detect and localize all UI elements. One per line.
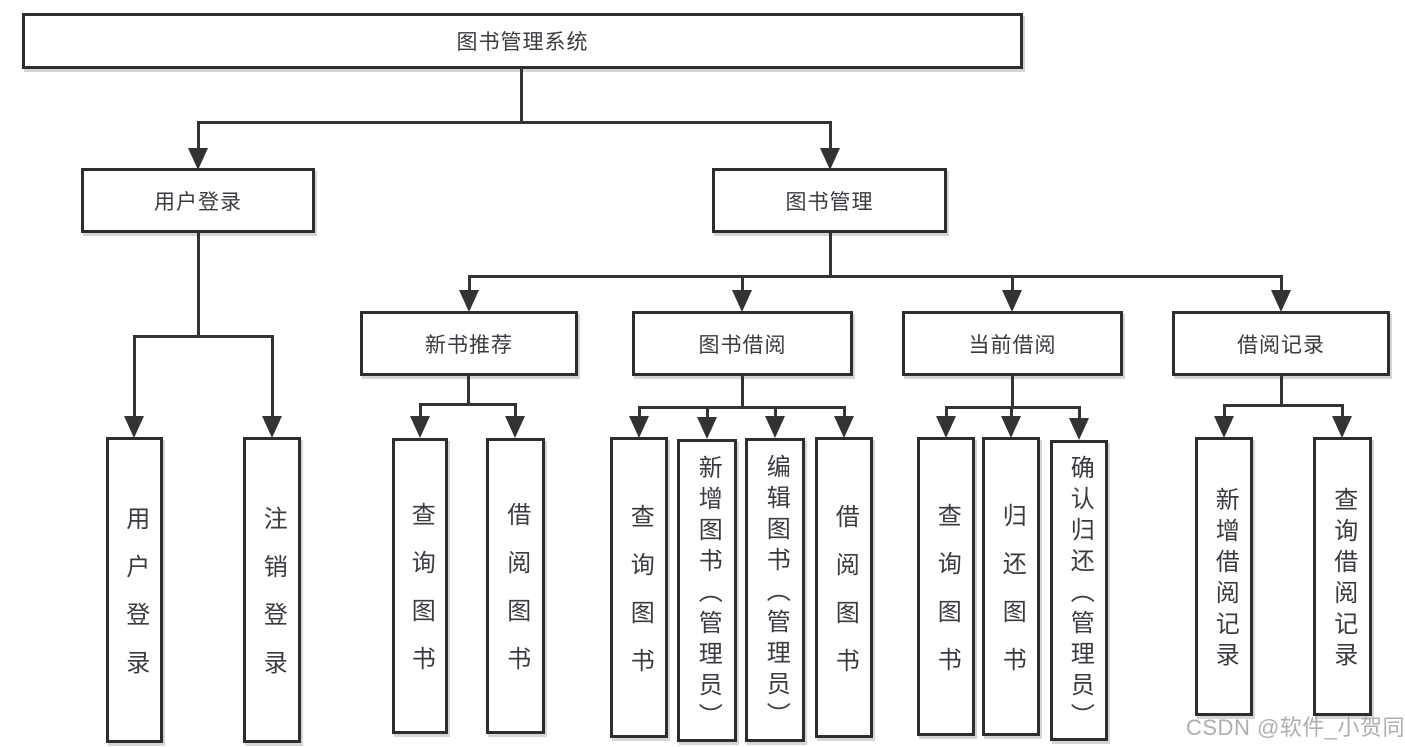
node-label: 图书借阅 <box>698 333 787 357</box>
leaf-label: 用户登录 <box>121 506 149 698</box>
connector-line <box>1011 376 1014 407</box>
node-label: 新书推荐 <box>425 333 513 357</box>
connector-line <box>1280 376 1283 405</box>
connector-line <box>741 275 744 292</box>
arrow-down-icon <box>765 416 785 438</box>
connector-line <box>945 406 948 418</box>
csdn-watermark: CSDN @软件_小贺同学 <box>1186 715 1405 740</box>
connector-line <box>467 376 470 404</box>
leaf-query-borrow-record: 查询借阅记录 <box>1313 437 1372 716</box>
connector-line <box>774 406 777 418</box>
arrow-down-icon <box>732 290 752 312</box>
arrow-down-icon <box>124 416 144 438</box>
connector-line <box>468 275 471 292</box>
arrow-down-icon <box>697 417 717 439</box>
node-label: 图书管理系统 <box>456 31 589 54</box>
arrow-down-icon <box>1332 416 1352 438</box>
leaf-label: 确认归还（管理员） <box>1066 454 1094 734</box>
arrow-down-icon <box>629 416 649 438</box>
arrow-down-icon <box>262 416 282 438</box>
node-borrow-records: 借阅记录 <box>1172 311 1390 376</box>
connector-line <box>1011 275 1014 292</box>
leaf-label: 查询借阅记录 <box>1329 487 1357 673</box>
connector-line <box>1223 404 1226 418</box>
leaf-confirm-return-admin: 确认归还（管理员） <box>1050 440 1108 741</box>
connector-line <box>133 335 136 418</box>
leaf-add-books-admin: 新增图书（管理员） <box>677 439 737 742</box>
leaf-label: 归还图书 <box>998 502 1026 695</box>
leaf-label: 编辑图书（管理员） <box>762 454 790 733</box>
arrow-down-icon <box>834 416 854 438</box>
leaf-user-login: 用户登录 <box>106 437 163 743</box>
arrow-down-icon <box>1002 290 1022 312</box>
node-user-login: 用户登录 <box>81 168 315 233</box>
connector-line <box>741 376 744 407</box>
connector-line <box>1010 406 1013 418</box>
arrow-down-icon <box>1271 290 1291 312</box>
arrow-down-icon <box>1001 416 1021 438</box>
connector-line <box>638 406 641 418</box>
connector-line <box>197 232 200 336</box>
connector-line <box>271 335 274 418</box>
leaf-label: 借阅图书 <box>831 503 859 696</box>
connector-line <box>514 403 517 418</box>
leaf-label: 新增借阅记录 <box>1211 487 1239 673</box>
leaf-label: 注销登录 <box>259 506 287 698</box>
leaf-add-borrow-record: 新增借阅记录 <box>1195 437 1253 716</box>
connector-line <box>197 121 200 150</box>
leaf-borrow-books-recommend: 借阅图书 <box>486 438 545 734</box>
node-current-borrow: 当前借阅 <box>902 311 1123 376</box>
connector-line <box>468 275 1283 278</box>
node-new-book-recommend: 新书推荐 <box>360 311 578 376</box>
node-label: 图书管理 <box>785 190 874 214</box>
arrow-down-icon <box>1214 416 1234 438</box>
connector-line <box>945 406 1081 409</box>
leaf-label: 新增图书（管理员） <box>694 454 722 734</box>
arrow-down-icon <box>459 290 479 312</box>
connector-line <box>1223 404 1344 407</box>
connector-line <box>197 121 832 124</box>
connector-line <box>706 406 709 418</box>
connector-line <box>843 406 846 418</box>
connector-line <box>1341 404 1344 418</box>
arrow-down-icon <box>505 416 525 438</box>
arrow-down-icon <box>1069 418 1089 440</box>
connector-line <box>829 121 832 150</box>
arrow-down-icon <box>820 148 840 170</box>
leaf-label: 借阅图书 <box>502 502 530 694</box>
connector-line <box>829 233 832 276</box>
node-library-management-system: 图书管理系统 <box>22 13 1023 69</box>
leaf-query-books-recommend: 查询图书 <box>392 438 448 734</box>
node-book-borrow: 图书借阅 <box>632 311 853 376</box>
leaf-label: 查询图书 <box>407 502 435 694</box>
leaf-label: 查询图书 <box>933 502 961 695</box>
connector-line <box>419 403 517 406</box>
node-label: 当前借阅 <box>968 333 1057 357</box>
arrow-down-icon <box>188 148 208 170</box>
connector-line <box>133 335 274 338</box>
arrow-down-icon <box>410 416 430 438</box>
connector-line <box>520 68 523 122</box>
node-book-management: 图书管理 <box>712 168 947 233</box>
connector-line <box>1078 406 1081 418</box>
leaf-logout: 注销登录 <box>243 437 301 743</box>
leaf-query-books-current: 查询图书 <box>917 437 975 736</box>
connector-line <box>419 403 422 418</box>
node-label: 借阅记录 <box>1237 333 1325 357</box>
leaf-return-books: 归还图书 <box>982 437 1040 736</box>
leaf-borrow-books: 借阅图书 <box>815 437 873 738</box>
leaf-label: 查询图书 <box>626 503 654 696</box>
connector-line <box>638 406 846 409</box>
leaf-query-books-borrow: 查询图书 <box>610 437 668 738</box>
connector-line <box>1280 275 1283 292</box>
leaf-edit-books-admin: 编辑图书（管理员） <box>745 438 805 742</box>
node-label: 用户登录 <box>154 190 242 214</box>
arrow-down-icon <box>936 416 956 438</box>
